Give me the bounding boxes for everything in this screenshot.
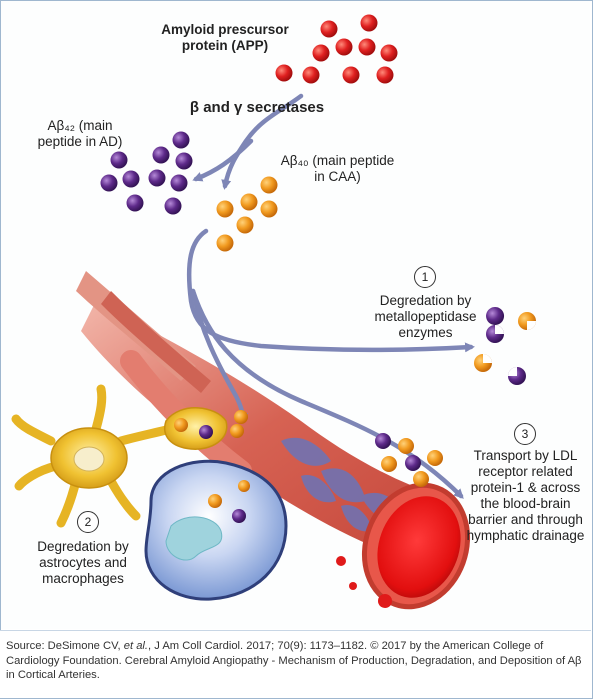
macrophage	[144, 459, 288, 601]
source-prefix: Source: DeSimone CV,	[6, 640, 124, 652]
blood-vessels	[76, 271, 471, 610]
step-1-badge: 1	[414, 266, 436, 288]
step-2-label: Degredation by astrocytes and macrophage…	[37, 539, 129, 586]
ab42-molecules	[100, 131, 193, 215]
source-etal: et al.	[123, 640, 149, 652]
ab40-label: Aβ₄₀ (main peptide in CAA)	[280, 153, 395, 184]
cell-molecules	[174, 410, 250, 523]
source-footer: Source: DeSimone CV, et al., J Am Coll C…	[0, 630, 591, 698]
app-label: Amyloid prescursor protein (APP)	[161, 22, 289, 53]
diagram-area	[1, 1, 590, 629]
step-2-badge: 2	[77, 511, 99, 533]
source-rest: , J Am Coll Cardiol. 2017; 70(9): 1173–1…	[6, 640, 582, 681]
ab40-molecules	[216, 176, 278, 252]
astrocyte	[11, 384, 228, 528]
step-3-label: Transport by LDL receptor related protei…	[466, 448, 585, 543]
source-citation: Source: DeSimone CV, et al., J Am Coll C…	[6, 639, 586, 683]
secretases-label: β and γ secretases	[189, 99, 325, 116]
transport-molecules	[375, 433, 443, 487]
degraded-fragments	[474, 307, 536, 385]
step-1-label: Degredation by metallopeptidase enzymes	[374, 293, 477, 340]
diagram-svg	[11, 14, 536, 610]
step-3-badge: 3	[514, 423, 536, 445]
ab42-label: Aβ₄₂ (main peptide in AD)	[37, 118, 123, 149]
app-molecules	[275, 14, 398, 84]
